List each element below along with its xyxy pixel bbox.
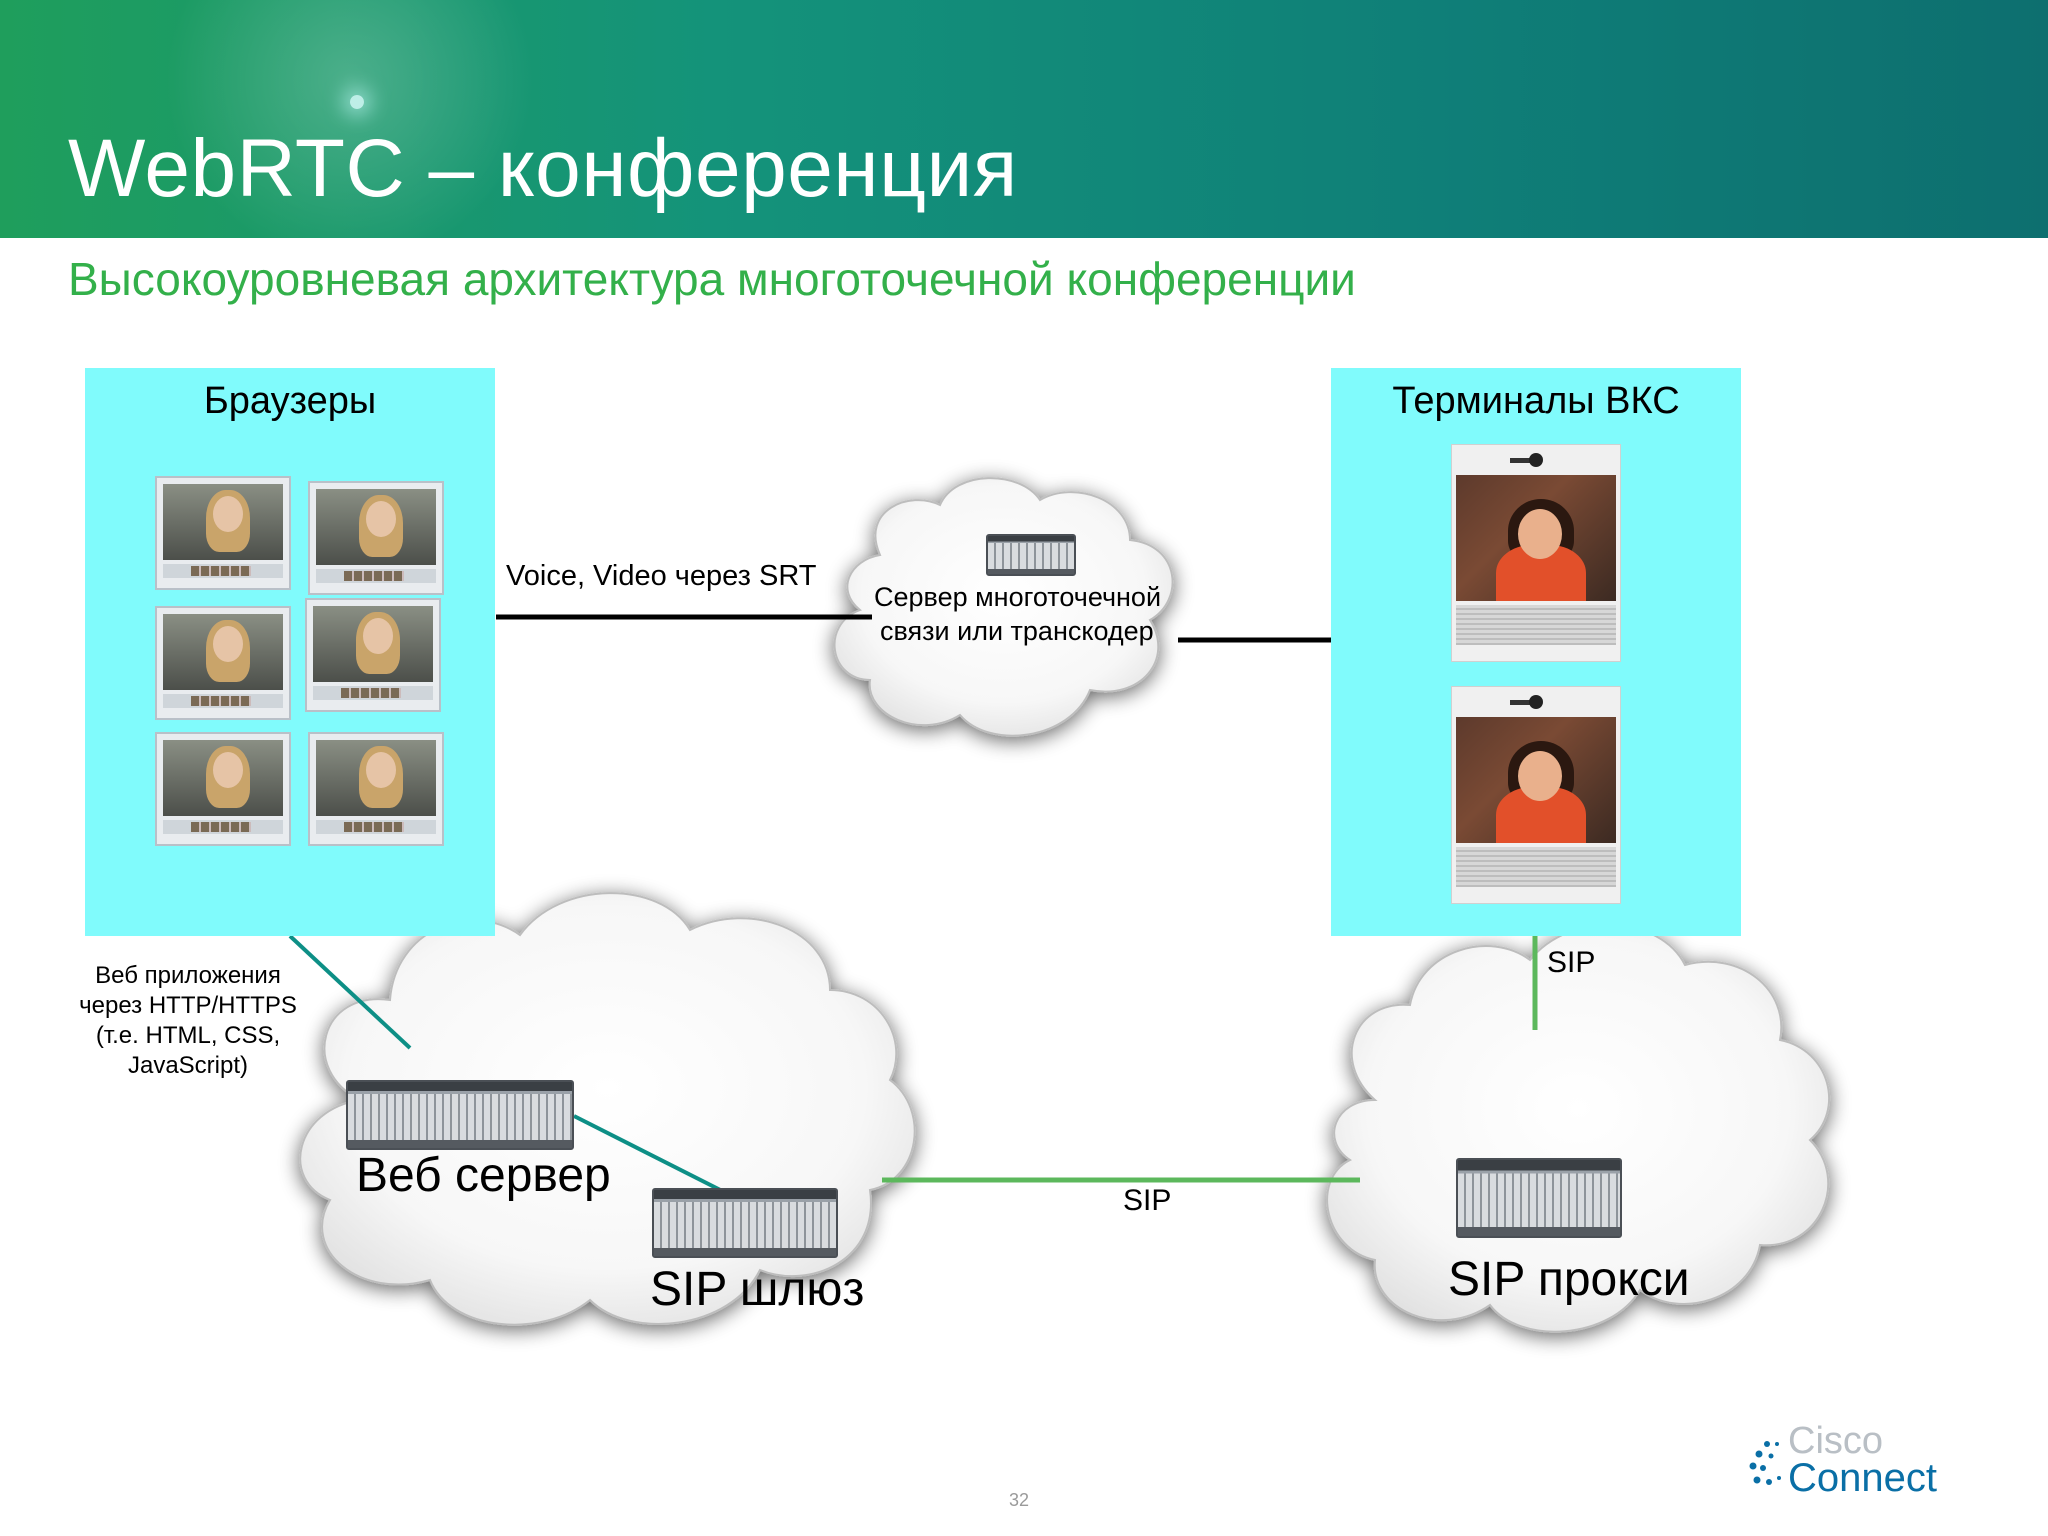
video-terminal bbox=[1451, 444, 1621, 662]
mcu-label-line2: связи или транскодер bbox=[880, 616, 1154, 646]
logo-cisco-text: Cisco bbox=[1788, 1420, 1884, 1462]
sip-trunk-label: SIP bbox=[1123, 1184, 1172, 1217]
slide-subtitle: Высокоуровневая архитектура многоточечно… bbox=[68, 253, 1356, 305]
webapp-label-line4: JavaScript) bbox=[127, 1052, 249, 1079]
logo-connect-text: Connect bbox=[1788, 1456, 1937, 1500]
browsers-title: Браузеры bbox=[203, 380, 377, 422]
sip-gateway-label: SIP шлюз bbox=[650, 1263, 865, 1316]
mcu-cloud bbox=[833, 477, 1174, 737]
cisco-connect-logo: Cisco Connect bbox=[1745, 1420, 1965, 1500]
cisco-dots-icon bbox=[1749, 1441, 1781, 1485]
web-server-icon bbox=[346, 1080, 574, 1150]
sip-terminals-label: SIP bbox=[1547, 946, 1596, 979]
browser-window bbox=[305, 598, 441, 712]
mcu-server bbox=[986, 534, 1076, 576]
media-link-label: Voice, Video через SRT bbox=[506, 560, 817, 592]
terminals-title: Терминалы ВКС bbox=[1392, 380, 1680, 422]
mcu-label-line1: Сервер многоточечной bbox=[874, 582, 1162, 612]
webapp-label-line3: (т.е. HTML, CSS, bbox=[95, 1022, 281, 1049]
web-server-label: Веб сервер bbox=[356, 1149, 611, 1202]
browser-window bbox=[308, 481, 444, 595]
light-dot bbox=[350, 95, 364, 109]
sip-proxy-label: SIP прокси bbox=[1448, 1253, 1690, 1306]
browser-window bbox=[155, 606, 291, 720]
header-banner bbox=[0, 0, 2048, 238]
webapp-label-line1: Веб приложения bbox=[95, 962, 281, 989]
video-terminal bbox=[1451, 686, 1621, 904]
page-number: 32 bbox=[1008, 1490, 1030, 1510]
browser-window bbox=[308, 732, 444, 846]
browser-window bbox=[155, 732, 291, 846]
sip-gateway-icon bbox=[652, 1188, 838, 1258]
light-flare bbox=[150, 0, 550, 238]
webapp-label-line2: через HTTP/HTTPS bbox=[79, 992, 297, 1019]
sip-proxy-cloud bbox=[1326, 923, 1831, 1333]
sip-proxy-icon bbox=[1456, 1158, 1622, 1238]
browser-window bbox=[155, 476, 291, 590]
http-link bbox=[288, 934, 412, 1050]
slide-title: WebRTC – конференция bbox=[68, 123, 1018, 214]
